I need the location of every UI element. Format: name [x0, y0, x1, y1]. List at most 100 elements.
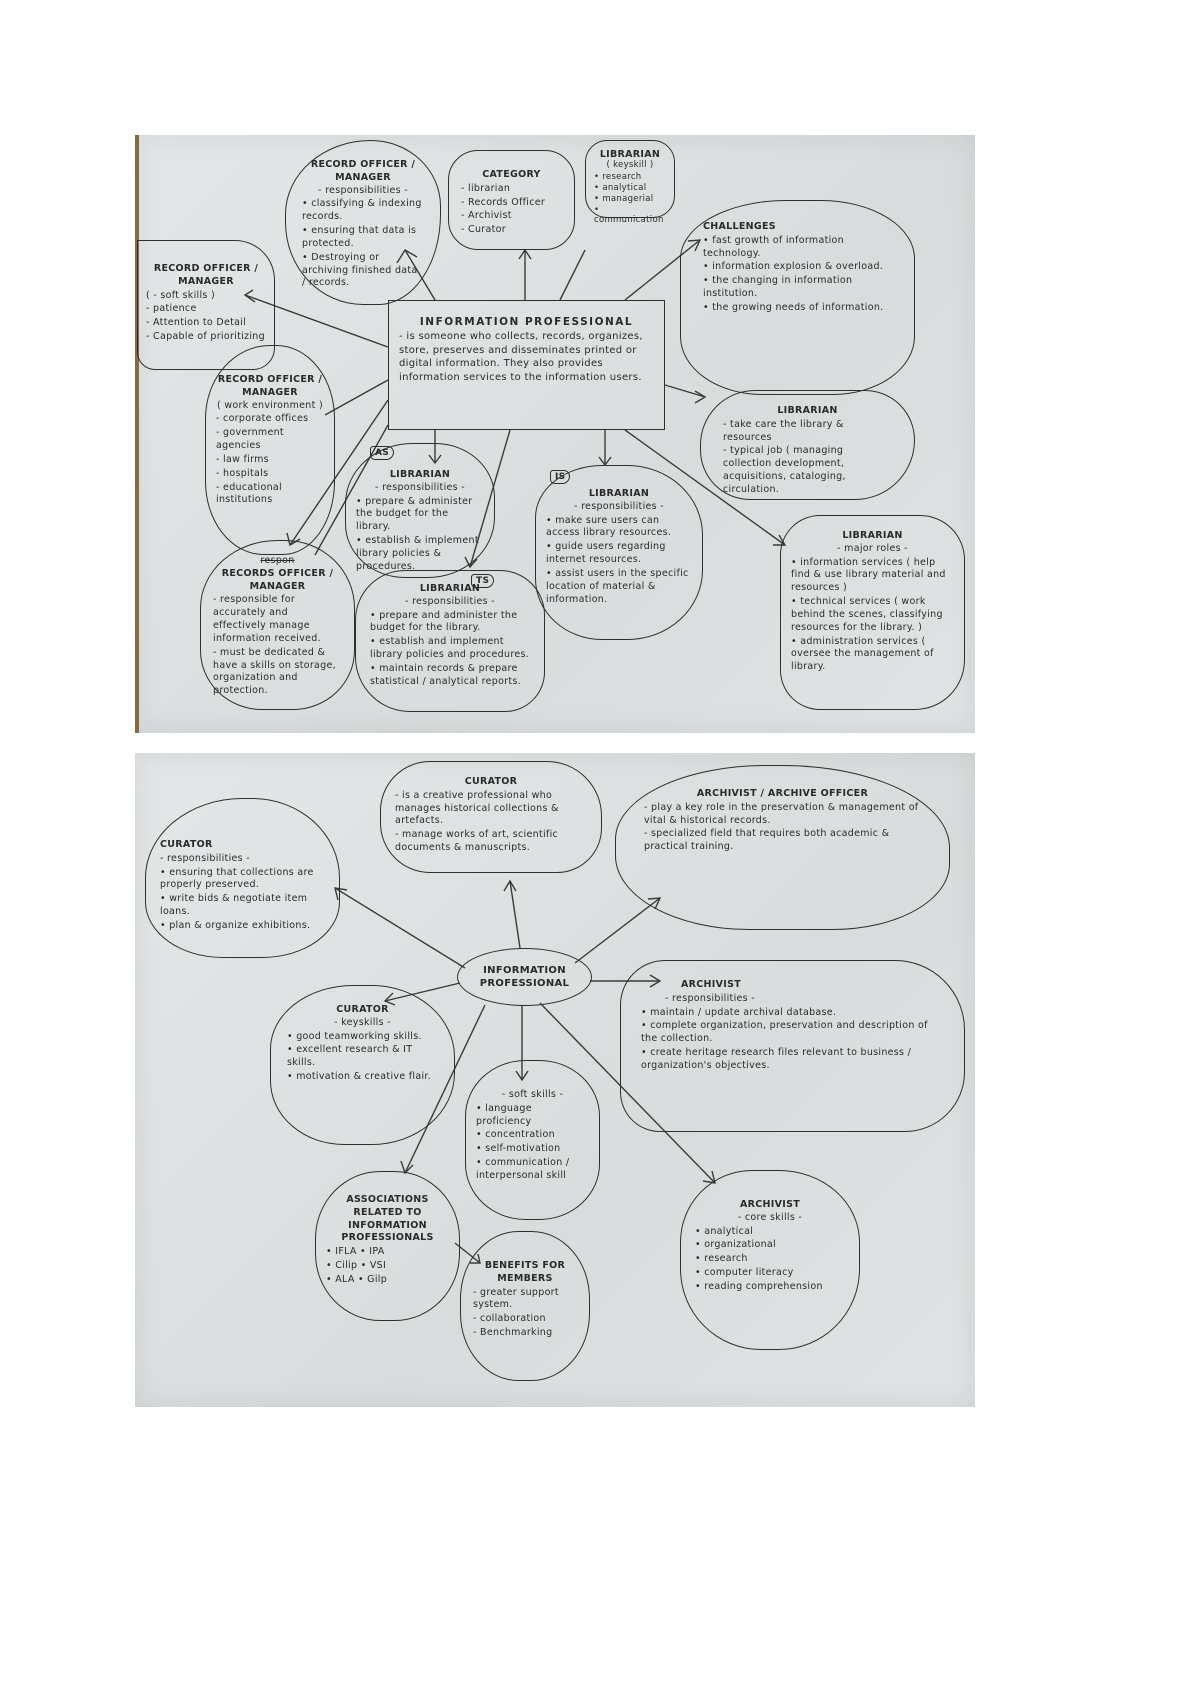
- node-title: LIBRARIAN: [419, 583, 481, 594]
- connector: [334, 887, 466, 969]
- node-subtitle: ( work environment ): [217, 399, 323, 411]
- node-subtitle: - responsibilities -: [160, 852, 250, 864]
- node-curator-responsibilities: CURATOR - responsibilities - • ensuring …: [145, 798, 340, 958]
- node-item: • good teamworking skills.: [287, 1030, 422, 1042]
- node-item: • prepare & administer the budget for th…: [356, 495, 473, 533]
- connector: [664, 384, 706, 398]
- node-item: • research: [695, 1253, 748, 1265]
- node-item: • Cilip • VSI: [326, 1260, 387, 1272]
- node-item: - must be dedicated & have a skills on s…: [213, 646, 336, 697]
- node-item: • organizational: [695, 1239, 776, 1251]
- node-item: - play a key role in the preservation & …: [644, 801, 919, 826]
- node-item: - librarian: [461, 182, 511, 194]
- tag-as: AS: [370, 446, 395, 461]
- node-item: • maintain / update archival database.: [641, 1006, 837, 1018]
- node-item: - manage works of art, scientific docume…: [395, 829, 559, 854]
- connector: [324, 379, 389, 416]
- connector: [559, 249, 586, 301]
- arrowhead: [503, 879, 517, 892]
- node-item: - Attention to Detail: [146, 317, 247, 329]
- node-title: RECORD OFFICER / MANAGER: [217, 374, 323, 398]
- node-item: - take care the library & resources: [723, 418, 844, 443]
- node-librarian-as: AS LIBRARIAN - responsibilities - • prep…: [345, 443, 495, 578]
- node-item: • classifying & indexing records.: [302, 198, 422, 223]
- node-item: - is a creative professional who manages…: [395, 789, 559, 827]
- node-item: • ensuring that data is protected.: [302, 225, 417, 249]
- central-topic-information-professional: INFORMATION PROFESSIONAL - is someone wh…: [388, 300, 665, 430]
- node-subtitle: - responsibilities -: [375, 481, 465, 493]
- node-ro-soft-skills: RECORD OFFICER / MANAGER ( - soft skills…: [137, 240, 275, 370]
- node-item: • complete organization, preservation an…: [641, 1020, 928, 1045]
- node-item: • prepare and administer the budget for …: [370, 609, 518, 634]
- node-item: • the changing in information institutio…: [703, 275, 853, 300]
- node-soft-skills: - soft skills - • language proficiency •…: [465, 1060, 600, 1220]
- node-title: LIBRARIAN: [777, 405, 838, 416]
- node-librarian-is: IS LIBRARIAN - responsibilities - • make…: [535, 465, 703, 640]
- connector: [244, 294, 389, 348]
- node-subtitle: - soft skills -: [501, 1089, 564, 1100]
- node-item: - hospitals: [216, 467, 269, 479]
- node-item: - Curator: [461, 224, 506, 236]
- node-item: • managerial: [594, 193, 654, 204]
- node-title: ARCHIVIST: [739, 1199, 801, 1210]
- mind-map-photo-bottom: CURATOR - is a creative professional who…: [135, 753, 975, 1407]
- node-title: CURATOR: [336, 1004, 389, 1015]
- node-item: - Benchmarking: [473, 1327, 553, 1339]
- arrowhead: [694, 390, 707, 404]
- node-subtitle: ( - soft skills ): [146, 289, 216, 301]
- node-item: • motivation & creative flair.: [287, 1071, 432, 1083]
- node-item: • excellent research & IT skills.: [287, 1044, 413, 1069]
- node-item: • Destroying or archiving finished data …: [302, 251, 418, 289]
- tag-ts: TS: [471, 574, 495, 589]
- node-item: • plan & organize exhibitions.: [160, 919, 311, 931]
- node-title: CATEGORY: [482, 169, 541, 180]
- node-item: • concentration: [476, 1129, 555, 1141]
- node-archivist-core-skills: ARCHIVIST - core skills - • analytical •…: [680, 1170, 860, 1350]
- node-item: - law firms: [216, 453, 269, 465]
- node-item: • guide users regarding internet resourc…: [546, 541, 666, 566]
- arrowhead: [518, 248, 532, 260]
- node-archivist-responsibilities: ARCHIVIST - responsibilities - • maintai…: [620, 960, 965, 1132]
- node-curator-keyskills: CURATOR - keyskills - • good teamworking…: [270, 985, 455, 1145]
- node-item: • self-motivation: [476, 1143, 561, 1155]
- node-item: • language proficiency: [476, 1102, 532, 1127]
- node-title: LIBRARIAN: [599, 149, 661, 160]
- node-ro-work-environment: RECORD OFFICER / MANAGER ( work environm…: [205, 345, 335, 555]
- node-item: • fast growth of information technology.: [703, 234, 844, 259]
- node-benefits-for-members: BENEFITS FOR MEMBERS - greater support s…: [460, 1231, 590, 1381]
- node-title: RECORDS OFFICER / MANAGER: [221, 567, 334, 592]
- node-title: CHALLENGES: [703, 221, 776, 232]
- central-title: INFORMATION PROFESSIONAL: [479, 964, 570, 990]
- connector: [624, 429, 786, 546]
- node-item: • make sure users can access library res…: [546, 514, 672, 539]
- struck-text: respon: [260, 555, 295, 566]
- node-item: • administration services ( oversee the …: [791, 635, 934, 673]
- node-title: ARCHIVIST / ARCHIVE OFFICER: [696, 788, 869, 799]
- node-item: • ensuring that collections are properly…: [160, 866, 314, 891]
- central-title: INFORMATION PROFESSIONAL: [419, 316, 634, 328]
- node-item: - responsible for accurately and effecti…: [213, 594, 321, 644]
- node-category: CATEGORY - librarian - Records Officer -…: [448, 150, 575, 250]
- node-archivist-archive-officer: ARCHIVIST / ARCHIVE OFFICER - play a key…: [615, 765, 950, 930]
- node-item: • IFLA • IPA: [326, 1246, 385, 1258]
- node-curator-definition: CURATOR - is a creative professional who…: [380, 761, 602, 873]
- node-title: BENEFITS FOR MEMBERS: [484, 1260, 566, 1284]
- node-title: CURATOR: [464, 776, 518, 787]
- node-item: • the growing needs of information.: [703, 301, 884, 313]
- node-item: • information explosion & overload.: [703, 261, 884, 273]
- node-subtitle: - core skills -: [737, 1211, 803, 1223]
- node-ro-responsibilities: RECORD OFFICER / MANAGER - responsibilit…: [285, 140, 441, 305]
- node-title: RECORD OFFICER / MANAGER: [153, 263, 259, 287]
- node-librarian-major-roles: LIBRARIAN - major roles - • information …: [780, 515, 965, 710]
- node-subtitle: - responsibilities -: [665, 992, 755, 1004]
- node-item: • ALA • Gilp: [326, 1273, 388, 1285]
- node-title: LIBRARIAN: [842, 530, 903, 541]
- node-item: • communication / interpersonal skill: [476, 1157, 570, 1181]
- node-item: • analytical: [594, 182, 647, 193]
- tag-is: IS: [550, 470, 571, 485]
- node-subtitle: - keyskills -: [334, 1016, 391, 1028]
- node-librarian-ts: TS LIBRARIAN - responsibilities - • prep…: [355, 570, 545, 712]
- node-item: • computer literacy: [695, 1267, 794, 1279]
- node-item: - collaboration: [473, 1313, 546, 1325]
- mind-map-photo-top: RECORD OFFICER / MANAGER - responsibilit…: [135, 135, 975, 733]
